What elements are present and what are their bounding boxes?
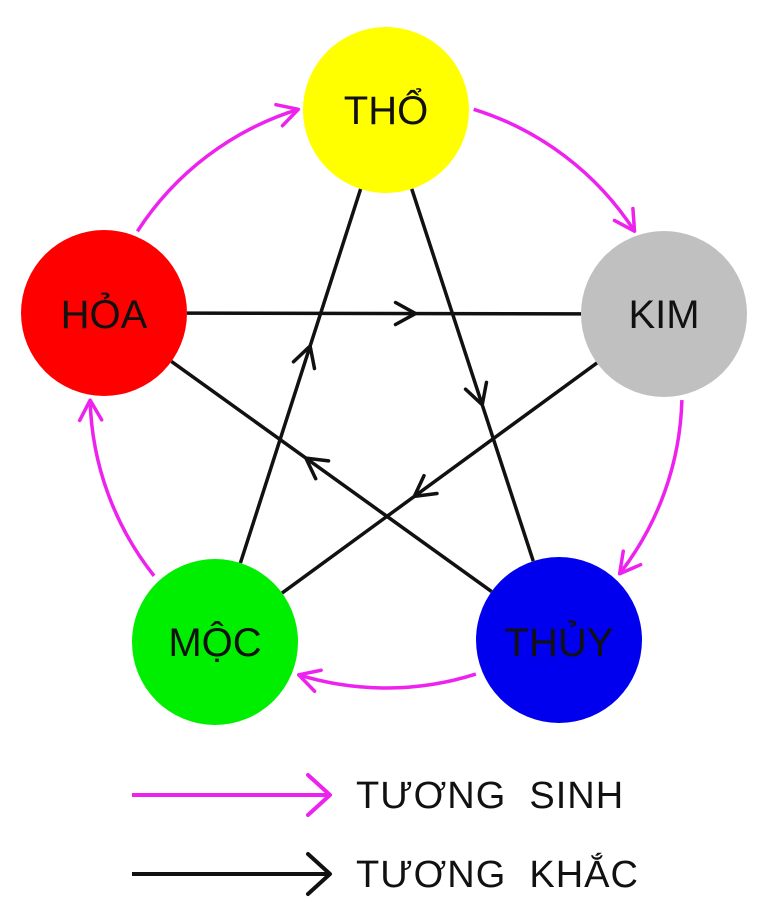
node-tho: THỔ (303, 27, 469, 193)
arrowhead-moc-to-tho (291, 344, 317, 371)
node-tho-label: THỔ (344, 86, 428, 133)
node-kim-label: KIM (628, 293, 699, 337)
legend: TƯƠNG SINH TƯƠNG KHẮC (132, 773, 639, 896)
legend-khac: TƯƠNG KHẮC (132, 852, 639, 896)
arrow-hoa-to-tho (135, 107, 299, 233)
node-hoa: HỎA (21, 230, 187, 396)
arrow-kim-to-moc (280, 361, 599, 595)
arrowhead-kim-to-moc (412, 473, 439, 499)
arrowhead-hoa-to-tho (274, 102, 301, 128)
arrowhead-tho-to-thuy (463, 380, 489, 407)
arrow-moc-to-hoa (88, 400, 156, 577)
legend-sinh-label: TƯƠNG SINH (356, 775, 624, 817)
node-hoa-circle (21, 230, 187, 396)
node-moc-circle (132, 559, 298, 725)
arrowhead-hoa-to-kim (393, 300, 418, 327)
sinh-cycle-arrows (77, 102, 684, 694)
node-hoa-label: HỎA (61, 291, 148, 337)
arrow-tho-to-kim (473, 107, 636, 233)
node-kim: KIM (581, 231, 747, 397)
node-thuy-label: THỦY (505, 619, 614, 665)
legend-khac-arrowhead (306, 852, 332, 896)
arrow-thuy-to-moc (298, 672, 477, 690)
arrowhead-thuy-to-moc (296, 668, 323, 694)
arrow-kim-to-thuy (618, 399, 684, 575)
arrowhead-kim-to-thuy (617, 549, 643, 576)
legend-sinh-arrowhead (306, 773, 332, 817)
node-kim-circle (581, 231, 747, 397)
node-tho-circle (303, 27, 469, 193)
node-thuy: THỦY (476, 557, 642, 723)
node-moc: MỘC (132, 559, 298, 725)
legend-sinh: TƯƠNG SINH (132, 773, 624, 817)
arrowhead-thuy-to-hoa (304, 456, 331, 481)
khac-cycle-arrows (170, 188, 599, 595)
arrow-moc-to-tho (238, 188, 363, 564)
legend-khac-label: TƯƠNG KHẮC (356, 852, 639, 896)
node-moc-label: MỘC (168, 620, 261, 665)
element-nodes: THỔ KIM THỦY MỘC HỎA (21, 27, 747, 725)
node-thuy-circle (476, 557, 642, 723)
arrow-hoa-to-kim (186, 311, 582, 316)
arrowhead-tho-to-kim (612, 206, 637, 233)
arrow-tho-to-thuy (410, 188, 535, 562)
arrowhead-moc-to-hoa (77, 398, 104, 423)
arrow-thuy-to-hoa (170, 360, 493, 593)
